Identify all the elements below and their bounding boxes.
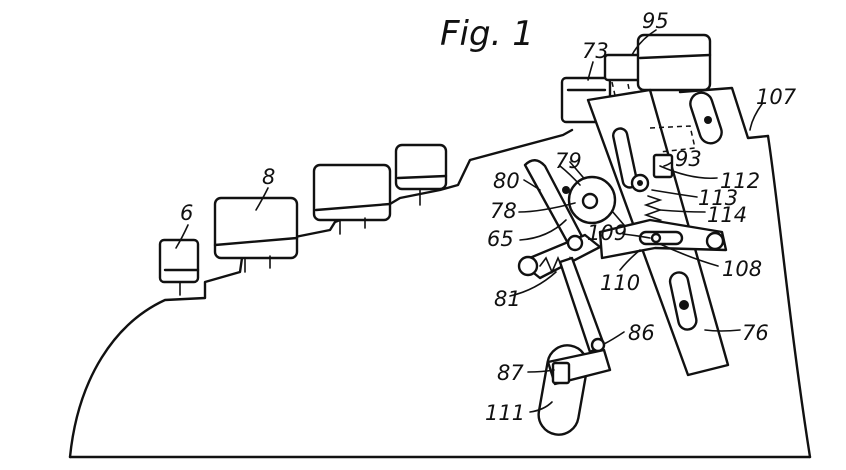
figure-title: Fig. 1 <box>440 14 534 54</box>
key-4 <box>394 143 448 206</box>
ref-108: 108 <box>722 257 762 281</box>
ref-78: 78 <box>490 199 517 223</box>
ref-6: 6 <box>180 201 193 225</box>
ref-114: 114 <box>707 203 747 227</box>
ref-110: 110 <box>600 271 640 295</box>
ref-95: 95 <box>642 9 669 33</box>
ref-86: 86 <box>628 321 655 345</box>
lever-87 <box>546 348 612 386</box>
leader-lines <box>175 29 763 413</box>
ref-81: 81 <box>494 287 521 311</box>
ref-73: 73 <box>582 39 609 63</box>
ref-107: 107 <box>756 85 797 109</box>
ref-93: 93 <box>675 147 702 171</box>
ref-76: 76 <box>742 321 769 345</box>
ref-112: 112 <box>720 169 760 193</box>
ref-111: 111 <box>485 401 525 425</box>
link-65 <box>517 233 602 280</box>
key-6 <box>158 238 200 296</box>
reference-numerals: 6 8 73 95 107 79 80 78 65 93 112 113 114… <box>180 9 797 425</box>
ref-80: 80 <box>493 169 520 193</box>
cam-78 <box>567 175 617 225</box>
ref-87: 87 <box>497 361 524 385</box>
key-8 <box>213 196 299 273</box>
slider-93 <box>630 153 674 237</box>
ref-113: 113 <box>698 186 738 210</box>
ref-109: 109 <box>587 221 627 245</box>
bracket-107 <box>649 86 770 153</box>
ref-79: 79 <box>555 149 582 173</box>
key-3 <box>312 163 392 235</box>
ref-8: 8 <box>262 165 275 189</box>
lever-86 <box>558 256 606 354</box>
link-108 <box>598 218 728 260</box>
ref-65: 65 <box>487 227 514 251</box>
